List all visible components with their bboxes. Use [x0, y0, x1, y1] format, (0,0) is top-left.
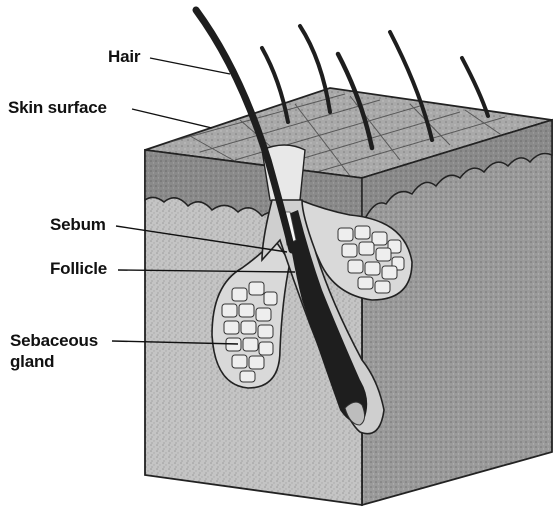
- sebum-label: Sebum: [50, 215, 106, 234]
- skin-surface-label: Skin surface: [8, 98, 107, 117]
- hair-label: Hair: [108, 47, 140, 66]
- gland-label: gland: [10, 352, 54, 371]
- hair-leader-line: [150, 58, 230, 74]
- sebaceous-label: Sebaceous: [10, 331, 98, 350]
- follicle-label: Follicle: [50, 259, 107, 278]
- skin-surface-leader-line: [132, 109, 212, 128]
